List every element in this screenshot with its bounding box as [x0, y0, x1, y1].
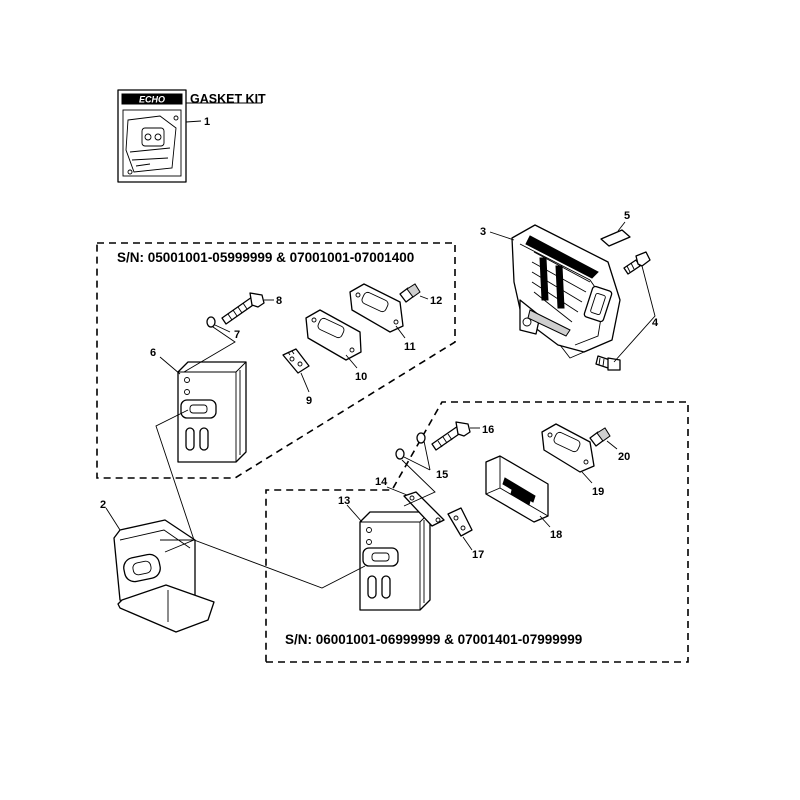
- bolt-8: [221, 292, 265, 325]
- callout-7: 7: [234, 329, 240, 341]
- callout-9: 9: [306, 395, 312, 407]
- gasket-plate-10: [305, 309, 362, 361]
- callout-1: 1: [204, 116, 210, 128]
- callout-3: 3: [480, 226, 486, 238]
- washer-15b: [416, 432, 426, 444]
- exhaust-gasket-2: [113, 519, 215, 633]
- muffler-13: [359, 511, 431, 611]
- callout-16: 16: [482, 424, 494, 436]
- warning-label-5: [600, 229, 631, 247]
- callout-6: 6: [150, 347, 156, 359]
- callout-18: 18: [550, 529, 562, 541]
- callout-8: 8: [276, 295, 282, 307]
- echo-logo-band: [121, 93, 183, 105]
- gasket-11: [349, 283, 404, 333]
- callout-19: 19: [592, 486, 604, 498]
- callout-4: 4: [652, 317, 659, 329]
- upper-serial-group-border: [96, 242, 456, 479]
- callout-14: 14: [375, 476, 388, 488]
- callout-10: 10: [355, 371, 367, 383]
- spacer-plate-14: [403, 491, 445, 527]
- lower-serial-range: S/N: 06001001-06999999 & 07001401-079999…: [285, 632, 582, 647]
- screw-20: [589, 427, 611, 447]
- gasket-kit-package: ECHO: [117, 89, 187, 183]
- callout-17: 17: [472, 549, 484, 561]
- leader-to-muffler-13: [164, 539, 366, 589]
- callout-5: 5: [624, 210, 630, 222]
- gasket-kit-title: GASKET KIT: [190, 92, 266, 106]
- callout-15: 15: [436, 469, 448, 481]
- washer-7: [206, 316, 216, 328]
- callout-20: 20: [618, 451, 630, 463]
- callout-13: 13: [338, 495, 350, 507]
- muffler-cover-3: [511, 224, 621, 359]
- gasket-9: [282, 348, 310, 374]
- echo-logo-text: ECHO: [139, 95, 165, 105]
- screw-4a: [623, 251, 651, 275]
- callout-12: 12: [430, 295, 442, 307]
- gasket-17: [447, 507, 473, 537]
- callout-2: 2: [100, 499, 106, 511]
- upper-serial-range: S/N: 05001001-05999999 & 07001001-070014…: [117, 250, 414, 265]
- muffler-6: [177, 361, 247, 463]
- gasket-19: [541, 423, 595, 473]
- bolt-16: [431, 421, 471, 451]
- heat-shield-18: [485, 455, 549, 523]
- screw-4b: [595, 355, 621, 371]
- screw-12: [399, 283, 421, 303]
- callout-11: 11: [404, 341, 416, 353]
- leader-to-muffler-6: [155, 409, 195, 541]
- washer-15a: [395, 448, 405, 460]
- lower-serial-group-border: [265, 401, 689, 663]
